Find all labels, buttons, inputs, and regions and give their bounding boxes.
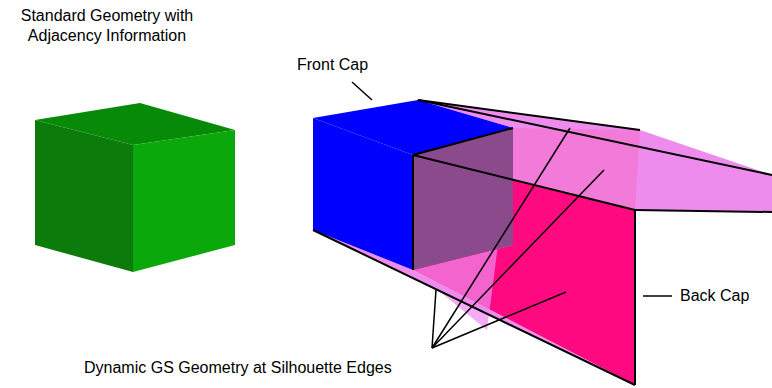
leader-line bbox=[432, 170, 604, 348]
leader-lines bbox=[352, 82, 672, 348]
leader-line bbox=[352, 82, 372, 100]
edge-line bbox=[412, 155, 414, 270]
edge-line bbox=[413, 128, 513, 155]
leader-line bbox=[432, 290, 436, 348]
front-cap-front bbox=[313, 118, 413, 270]
green-cube bbox=[35, 103, 235, 272]
front-cap-side bbox=[413, 128, 513, 270]
edge-line bbox=[418, 100, 772, 175]
volume-edges bbox=[313, 100, 772, 385]
leader-line bbox=[432, 128, 570, 348]
cube-caption: Standard Geometry with Adjacency Informa… bbox=[4, 6, 210, 46]
cube-right bbox=[133, 130, 235, 272]
leader-line bbox=[432, 292, 566, 348]
part-label: Front Cap bbox=[297, 55, 368, 75]
edge-line bbox=[635, 210, 772, 212]
part-label: Dynamic GS Geometry at Silhouette Edges bbox=[84, 358, 392, 378]
cube-left bbox=[35, 120, 133, 272]
leader-line bbox=[643, 295, 672, 297]
part-label: Back Cap bbox=[680, 286, 749, 306]
edge-line bbox=[418, 100, 640, 130]
shadow-volume bbox=[313, 100, 772, 385]
edge-line bbox=[634, 210, 636, 385]
